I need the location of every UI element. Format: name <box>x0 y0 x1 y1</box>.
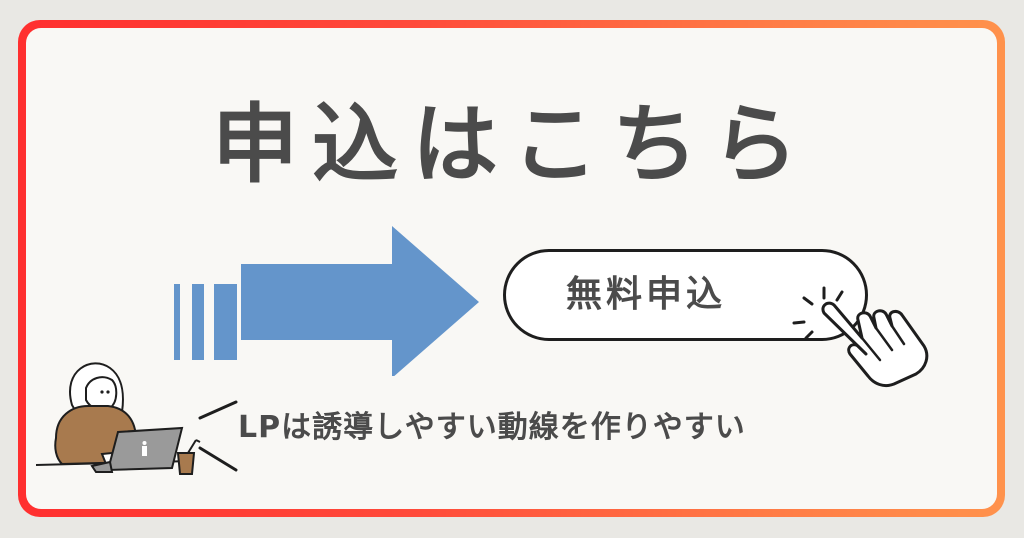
speech-lines-icon <box>198 400 238 472</box>
caption-text: LPは誘導しやすい動線を作りやすい <box>238 410 746 445</box>
right-arrow-icon <box>174 226 479 376</box>
person-with-laptop-icon <box>35 362 201 475</box>
cta-label: 無料申込 <box>566 274 727 315</box>
page-title: 申込はこちら <box>212 95 812 195</box>
free-application-button[interactable]: 無料申込 <box>503 249 868 341</box>
pointing-hand-click-icon <box>792 286 929 388</box>
